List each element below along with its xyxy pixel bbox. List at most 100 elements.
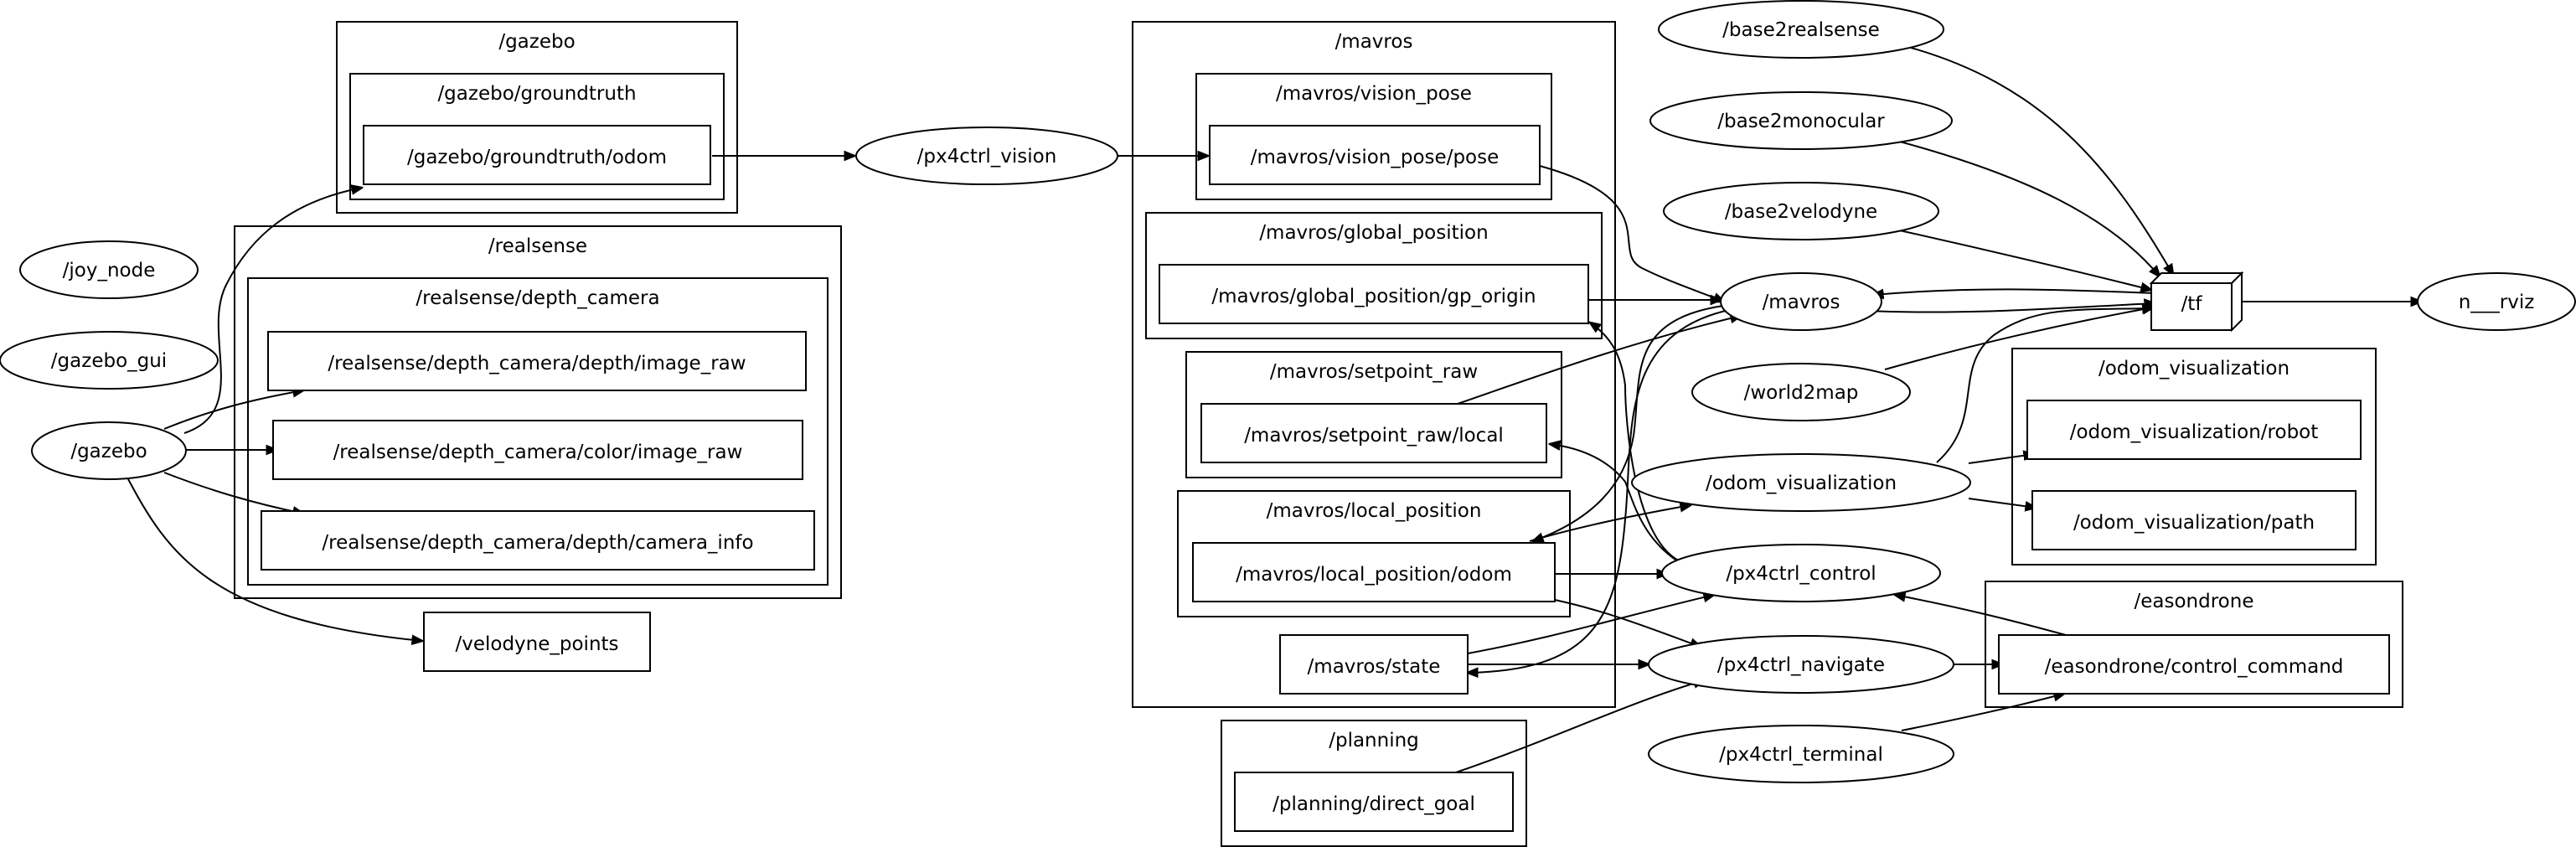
topic-depth-camera-info-label: /realsense/depth_camera/depth/camera_inf… <box>322 532 753 554</box>
node-joy-node-label: /joy_node <box>63 260 156 281</box>
cluster-planning-label: /planning <box>1329 730 1419 751</box>
node-mavros[interactable]: /mavros <box>1720 272 1882 331</box>
topic-mavros-gp-origin[interactable]: /mavros/global_position/gp_origin <box>1159 264 1589 324</box>
node-px4ctrl-navigate-label: /px4ctrl_navigate <box>1717 654 1885 676</box>
edge-gazebo-to-camera-info <box>163 472 303 514</box>
topic-gazebo-groundtruth-odom-label: /gazebo/groundtruth/odom <box>407 147 667 168</box>
topic-depth-camera-info[interactable]: /realsense/depth_camera/depth/camera_inf… <box>261 510 815 571</box>
topic-mavros-setpoint-raw-local-label: /mavros/setpoint_raw/local <box>1244 425 1504 447</box>
cluster-odom-visualization-label: /odom_visualization <box>2098 358 2289 380</box>
topic-velodyne-points-label: /velodyne_points <box>455 633 618 655</box>
cluster-odom-visualization: /odom_visualization <box>2011 348 2377 566</box>
node-gazebo-label: /gazebo <box>70 441 147 462</box>
node-mavros-label: /mavros <box>1763 292 1840 313</box>
edge-gazebo-to-depth-image <box>163 390 303 430</box>
node-base2monocular[interactable]: /base2monocular <box>1649 91 1953 150</box>
edge-mavros-to-local-odom <box>1533 304 1730 541</box>
node-base2realsense[interactable]: /base2realsense <box>1658 0 1944 59</box>
node-odom-visualization[interactable]: /odom_visualization <box>1631 453 1971 512</box>
node-world2map-label: /world2map <box>1744 382 1859 404</box>
edge-odom-vis-to-path <box>1968 498 2036 508</box>
topic-odom-visualization-robot-label: /odom_visualization/robot <box>2070 421 2319 443</box>
topic-tf-label: /tf <box>2181 293 2203 315</box>
node-world2map[interactable]: /world2map <box>1691 363 1911 421</box>
edge-px4ctrl-control-to-setpoint-local <box>1550 444 1676 560</box>
topic-odom-visualization-path-label: /odom_visualization/path <box>2073 512 2315 534</box>
topic-velodyne-points[interactable]: /velodyne_points <box>423 612 651 672</box>
topic-mavros-local-position-odom[interactable]: /mavros/local_position/odom <box>1192 542 1556 602</box>
cluster-realsense: /realsense <box>234 225 842 599</box>
edge-local-odom-to-odom-vis <box>1529 505 1691 542</box>
cluster-realsense-label: /realsense <box>488 235 587 257</box>
node-joy-node[interactable]: /joy_node <box>19 240 199 299</box>
topic-planning-direct-goal[interactable]: /planning/direct_goal <box>1234 772 1514 832</box>
node-base2monocular-label: /base2monocular <box>1717 111 1885 132</box>
node-gazebo-gui-label: /gazebo_gui <box>51 350 167 372</box>
node-odom-visualization-label: /odom_visualization <box>1706 473 1897 494</box>
topic-mavros-setpoint-raw-local[interactable]: /mavros/setpoint_raw/local <box>1200 403 1547 463</box>
node-base2velodyne-label: /base2velodyne <box>1725 201 1877 223</box>
edge-mavros-to-tf <box>1866 303 2155 313</box>
topic-mavros-state[interactable]: /mavros/state <box>1279 634 1469 695</box>
cluster-planning: /planning <box>1221 720 1527 847</box>
topic-mavros-gp-origin-label: /mavros/global_position/gp_origin <box>1211 286 1536 307</box>
cluster-gazebo: /gazebo <box>336 21 738 214</box>
node-px4ctrl-control[interactable]: /px4ctrl_control <box>1661 544 1941 602</box>
node-base2realsense-label: /base2realsense <box>1722 19 1880 41</box>
node-gazebo[interactable]: /gazebo <box>31 421 187 480</box>
topic-color-image-raw-label: /realsense/depth_camera/color/image_raw <box>333 442 743 463</box>
cluster-gazebo-groundtruth: /gazebo/groundtruth <box>349 73 725 200</box>
topic-mavros-vision-pose-pose[interactable]: /mavros/vision_pose/pose <box>1209 125 1541 185</box>
cluster-mavros-setpoint-raw: /mavros/setpoint_raw <box>1185 351 1562 478</box>
edge-gazebo-to-velodyne <box>126 477 422 641</box>
cluster-mavros-global-position-label: /mavros/global_position <box>1259 222 1488 244</box>
edge-setpoint-local-to-mavros <box>1457 316 1741 405</box>
topic-mavros-state-label: /mavros/state <box>1308 656 1441 678</box>
cluster-mavros-setpoint-raw-label: /mavros/setpoint_raw <box>1270 361 1478 383</box>
edge-state-to-px4ctrl-control <box>1467 595 1714 654</box>
topic-mavros-local-position-odom-label: /mavros/local_position/odom <box>1236 564 1512 586</box>
topic-depth-image-raw-label: /realsense/depth_camera/depth/image_raw <box>328 353 746 374</box>
cluster-realsense-depth-camera: /realsense/depth_camera <box>247 277 829 586</box>
node-px4ctrl-terminal[interactable]: /px4ctrl_terminal <box>1648 725 1954 783</box>
topic-mavros-vision-pose-pose-label: /mavros/vision_pose/pose <box>1251 147 1500 168</box>
node-px4ctrl-terminal-label: /px4ctrl_terminal <box>1719 744 1883 766</box>
node-px4ctrl-control-label: /px4ctrl_control <box>1726 563 1876 585</box>
node-px4ctrl-navigate[interactable]: /px4ctrl_navigate <box>1648 635 1954 694</box>
cluster-mavros-vision-pose: /mavros/vision_pose <box>1195 73 1552 200</box>
node-rviz[interactable]: n___rviz <box>2417 272 2576 331</box>
edges <box>126 45 2421 773</box>
cluster-realsense-depth-camera-label: /realsense/depth_camera <box>416 287 659 309</box>
cluster-mavros-vision-pose-label: /mavros/vision_pose <box>1276 83 1472 105</box>
topic-easondrone-control-command[interactable]: /easondrone/control_command <box>1998 634 2390 695</box>
topic-easondrone-control-command-label: /easondrone/control_command <box>2045 656 2344 678</box>
cluster-mavros-label: /mavros <box>1335 31 1413 53</box>
edge-tf-to-mavros <box>1873 289 2155 295</box>
node-gazebo-gui[interactable]: /gazebo_gui <box>0 331 219 390</box>
cluster-easondrone: /easondrone <box>1985 581 2403 708</box>
cluster-gazebo-groundtruth-label: /gazebo/groundtruth <box>437 83 636 105</box>
edge-vision-pose-to-mavros <box>1539 165 1724 302</box>
topic-tf[interactable]: /tf <box>2149 271 2244 333</box>
cluster-mavros-global-position: /mavros/global_position <box>1145 212 1603 339</box>
edge-world2map-to-tf <box>1884 307 2153 370</box>
cluster-gazebo-label: /gazebo <box>498 31 575 53</box>
edge-base2velodyne-to-tf <box>1887 227 2151 290</box>
cluster-mavros-local-position: /mavros/local_position <box>1177 490 1571 617</box>
cluster-mavros: /mavros <box>1132 21 1616 708</box>
node-base2velodyne[interactable]: /base2velodyne <box>1663 182 1939 240</box>
topic-odom-visualization-robot[interactable]: /odom_visualization/robot <box>2026 400 2362 460</box>
topic-odom-visualization-path[interactable]: /odom_visualization/path <box>2031 490 2357 550</box>
edge-local-odom-to-px4ctrl-navigate <box>1554 599 1701 647</box>
cluster-mavros-local-position-label: /mavros/local_position <box>1267 500 1482 522</box>
edge-odom-vis-to-tf <box>1936 308 2153 463</box>
node-px4ctrl-vision[interactable]: /px4ctrl_vision <box>855 127 1118 185</box>
cluster-easondrone-label: /easondrone <box>2135 591 2254 612</box>
node-px4ctrl-vision-label: /px4ctrl_vision <box>917 146 1057 168</box>
edge-base2monocular-to-tf <box>1896 140 2160 276</box>
topic-gazebo-groundtruth-odom[interactable]: /gazebo/groundtruth/odom <box>363 125 711 185</box>
topic-color-image-raw[interactable]: /realsense/depth_camera/color/image_raw <box>272 420 803 480</box>
edge-direct-goal-to-px4ctrl-navigate <box>1455 680 1704 773</box>
topic-depth-image-raw[interactable]: /realsense/depth_camera/depth/image_raw <box>267 331 807 391</box>
